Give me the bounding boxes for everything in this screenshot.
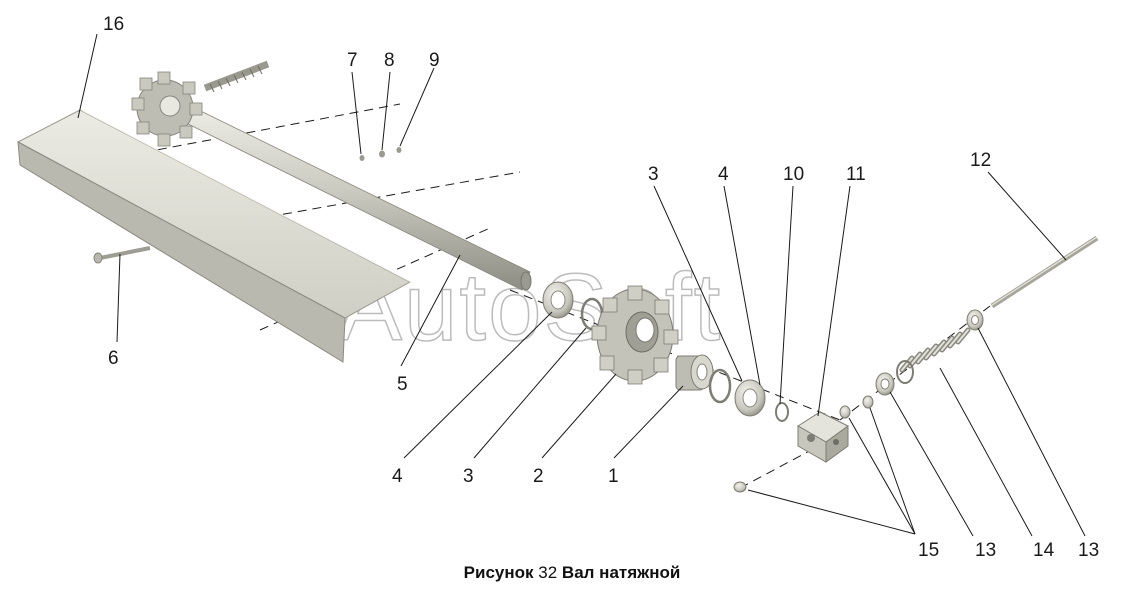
part-13-washer-right [966,309,984,331]
callout-14: 14 [1033,540,1055,561]
small-parts-7-8-9 [359,147,402,161]
callout-2: 2 [533,466,544,487]
callout-3-bottom: 3 [463,466,474,487]
callout-1: 1 [608,466,619,487]
caption-title: Вал натяжной [561,563,681,582]
part-12-rod [990,235,1099,309]
part-15-nuts [733,395,874,493]
part-3-snap-ring-right [708,368,732,404]
part-13-washer-left [875,372,895,396]
callout-3-top: 3 [648,164,659,185]
caption-number: 32 [538,563,558,582]
part-1-bushing [675,354,714,391]
part-16-angle-plate [16,109,416,363]
callout-6: 6 [108,348,119,369]
callout-8: 8 [384,50,395,71]
figure-caption: Рисунок 32 Вал натяжной [0,563,1144,583]
callout-4-bottom: 4 [392,466,403,487]
leader-lines [77,33,1086,537]
part-threaded-end [203,60,270,93]
callout-numbers: 16 7 8 9 3 4 10 11 12 6 5 4 3 2 1 15 13 … [103,14,1099,561]
callout-5: 5 [397,374,408,395]
callout-13-right: 13 [1078,540,1099,561]
part-14-spring [896,327,971,384]
callout-4-top: 4 [718,164,729,185]
part-11-block [797,411,849,463]
callout-12: 12 [970,150,991,171]
part-10-ring [775,402,789,422]
upper-sprocket [131,71,203,147]
part-4-washer-left [542,281,574,319]
callout-10: 10 [783,164,804,185]
callout-13-left: 13 [975,540,996,561]
callout-11: 11 [846,164,866,185]
caption-prefix: Рисунок [463,563,534,582]
callout-7: 7 [347,50,358,71]
part-2-sprocket [591,285,679,385]
callout-15: 15 [918,540,939,561]
part-4-washer-right [734,379,766,417]
callout-9: 9 [429,50,440,71]
callout-16: 16 [103,14,124,35]
part-6-bolt [93,246,151,264]
